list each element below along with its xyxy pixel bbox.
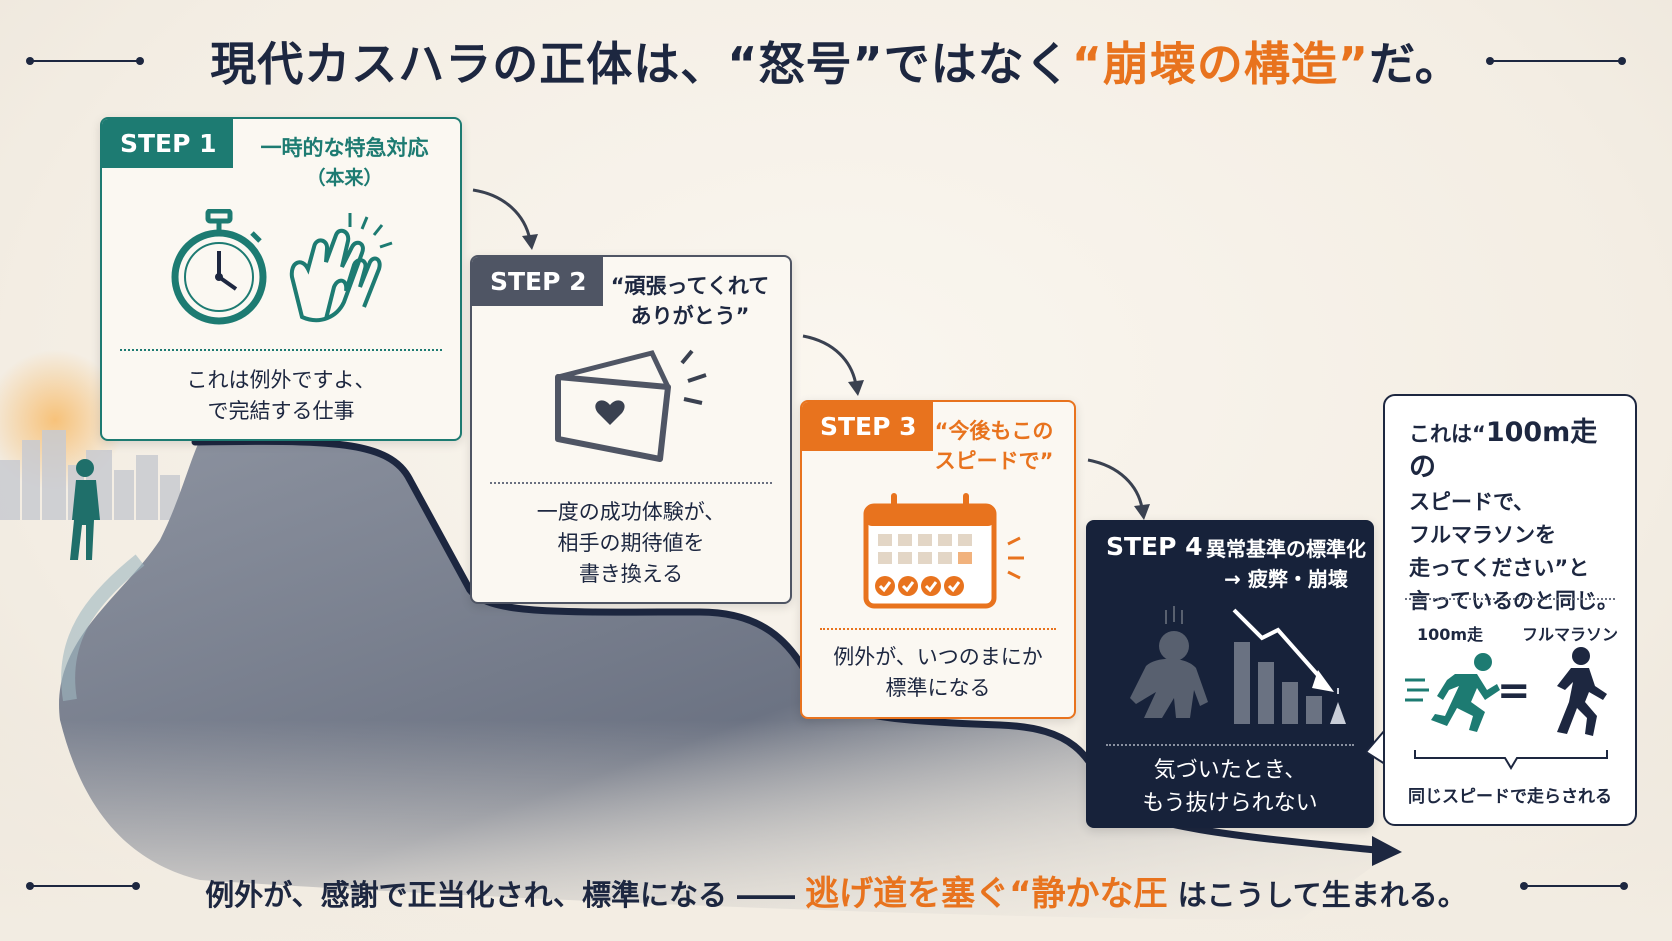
path-to-start	[61, 554, 145, 702]
step1-separator	[120, 349, 442, 351]
step2-description: 一度の成功体験が、 相手の期待値を 書き換える	[472, 497, 790, 590]
label-marathon: フルマラソン	[1521, 625, 1618, 644]
step4-separator	[1106, 744, 1354, 746]
callout-bracket	[1414, 750, 1608, 770]
callout-line1a: これは“	[1409, 422, 1486, 446]
step3-desc-line2: 標準になる	[885, 676, 991, 700]
step3-heading: “今後もこの スピードで”	[914, 416, 1074, 476]
callout-text: これは“100m走の スピードで、 フルマラソンを 走ってください”と 言ってい…	[1409, 416, 1624, 618]
clapping-hands-icon	[289, 213, 393, 323]
label-100m: 100m走	[1416, 625, 1484, 644]
exhausted-person-icon	[1130, 606, 1208, 718]
arrow-step1-to-step2-head	[522, 234, 538, 250]
step4-heading-line2: → 疲弊・崩壊	[1224, 567, 1348, 591]
step4-heading: 異常基準の標準化 → 疲弊・崩壊	[1200, 534, 1372, 594]
step1-description: これは例外ですよ、 で完結する仕事	[102, 365, 460, 427]
analogy-callout: これは“100m走の スピードで、 フルマラソンを 走ってください”と 言ってい…	[1383, 394, 1637, 826]
step1-desc-line2: で完結する仕事	[207, 399, 355, 423]
heart-card-icon	[555, 349, 707, 462]
walking-person-icon	[70, 459, 100, 560]
sprinter-icon	[1405, 653, 1500, 732]
callout-line5: 言っているのと同じ。	[1409, 589, 1618, 613]
step1-card: STEP 1 一時的な特急対応 （本来） これは例外ですよ、 で完結する仕事	[100, 117, 462, 441]
equals-sign: =	[1497, 668, 1531, 714]
title-rule-left	[26, 57, 144, 65]
step2-tag: STEP 2	[472, 257, 603, 306]
callout-line1b: 100m走の	[1409, 417, 1598, 483]
step2-heading-line2: ありがとう”	[630, 304, 750, 328]
step3-heading-line1: “今後もこの	[934, 419, 1054, 443]
step1-tag: STEP 1	[102, 119, 233, 168]
step2-desc-line3: 書き換える	[578, 562, 684, 586]
step3-tag: STEP 3	[802, 402, 933, 451]
step4-desc-line2: もう抜けられない	[1142, 791, 1318, 816]
step1-desc-line1: これは例外ですよ、	[186, 368, 376, 392]
bottom-end: はこうして生まれる。	[1177, 878, 1467, 912]
step2-heading: “頑張ってくれて ありがとう”	[590, 271, 790, 331]
falling-bar-chart-icon	[1232, 608, 1346, 724]
road-arrowhead	[1372, 836, 1402, 866]
step1-heading: 一時的な特急対応 （本来）	[232, 133, 457, 193]
bottom-rule-left	[26, 882, 140, 890]
bottom-message: 例外が、感謝で正当化され、標準になる ―― 逃げ道を塞ぐ“静かな圧 はこうして生…	[0, 866, 1672, 915]
step2-desc-line1: 一度の成功体験が、	[536, 500, 726, 524]
step2-heading-line1: “頑張ってくれて	[610, 274, 770, 298]
step1-heading-line1: 一時的な特急対応	[260, 136, 429, 160]
step4-card: STEP 4 異常基準の標準化 → 疲弊・崩壊 気づいたとき、 もう抜けられない	[1086, 520, 1374, 828]
step4-tag: STEP 4	[1088, 522, 1219, 571]
bottom-text: 例外が、感謝で正当化され、標準になる ――	[205, 878, 796, 912]
title-end: だ。	[1369, 37, 1462, 91]
arrow-step3-to-step4	[1087, 458, 1144, 509]
callout-separator	[1405, 598, 1615, 600]
step4-desc-line1: 気づいたとき、	[1153, 758, 1307, 783]
arrow-step2-to-step3	[802, 334, 858, 386]
title-rule-right	[1486, 57, 1626, 65]
callout-line2: スピードで、	[1409, 490, 1535, 514]
arrow-step3-to-step4-head	[1134, 504, 1150, 520]
step3-desc-line1: 例外が、いつのまにか	[833, 645, 1043, 669]
callout-line4: 走ってください”と	[1409, 556, 1590, 580]
callout-line3: フルマラソンを	[1409, 523, 1556, 547]
step1-heading-line2: （本来）	[306, 167, 383, 189]
page-title: 現代カスハラの正体は、“怒号”ではなく“崩壊の構造”だ。	[0, 28, 1672, 94]
title-text: 現代カスハラの正体は、“怒号”ではなく	[210, 37, 1072, 91]
marathon-runner-icon	[1557, 647, 1607, 736]
step3-description: 例外が、いつのまにか 標準になる	[802, 642, 1074, 704]
step3-card: STEP 3 “今後もこの スピードで” 例外が、いつのまにか 標準になる	[800, 400, 1076, 719]
bottom-accent: 逃げ道を塞ぐ“静かな圧	[805, 874, 1168, 914]
title-accent: “崩壊の構造”	[1071, 37, 1370, 91]
calendar-check-icon	[863, 493, 1024, 609]
step3-separator	[820, 628, 1056, 630]
step4-heading-line1: 異常基準の標準化	[1206, 537, 1366, 561]
arrow-step1-to-step2	[472, 188, 532, 241]
step2-desc-line2: 相手の期待値を	[557, 531, 705, 555]
bottom-rule-right	[1520, 882, 1628, 890]
step2-card: STEP 2 “頑張ってくれて ありがとう” 一度の成功体験が、 相手の期待値を…	[470, 255, 792, 604]
step3-heading-line2: スピードで”	[934, 449, 1054, 473]
arrow-step2-to-step3-head	[848, 380, 864, 396]
callout-caption: 同じスピードで走らされる	[1408, 787, 1612, 807]
step4-description: 気づいたとき、 もう抜けられない	[1088, 754, 1372, 820]
step2-separator	[490, 482, 772, 484]
stopwatch-icon	[171, 209, 267, 325]
